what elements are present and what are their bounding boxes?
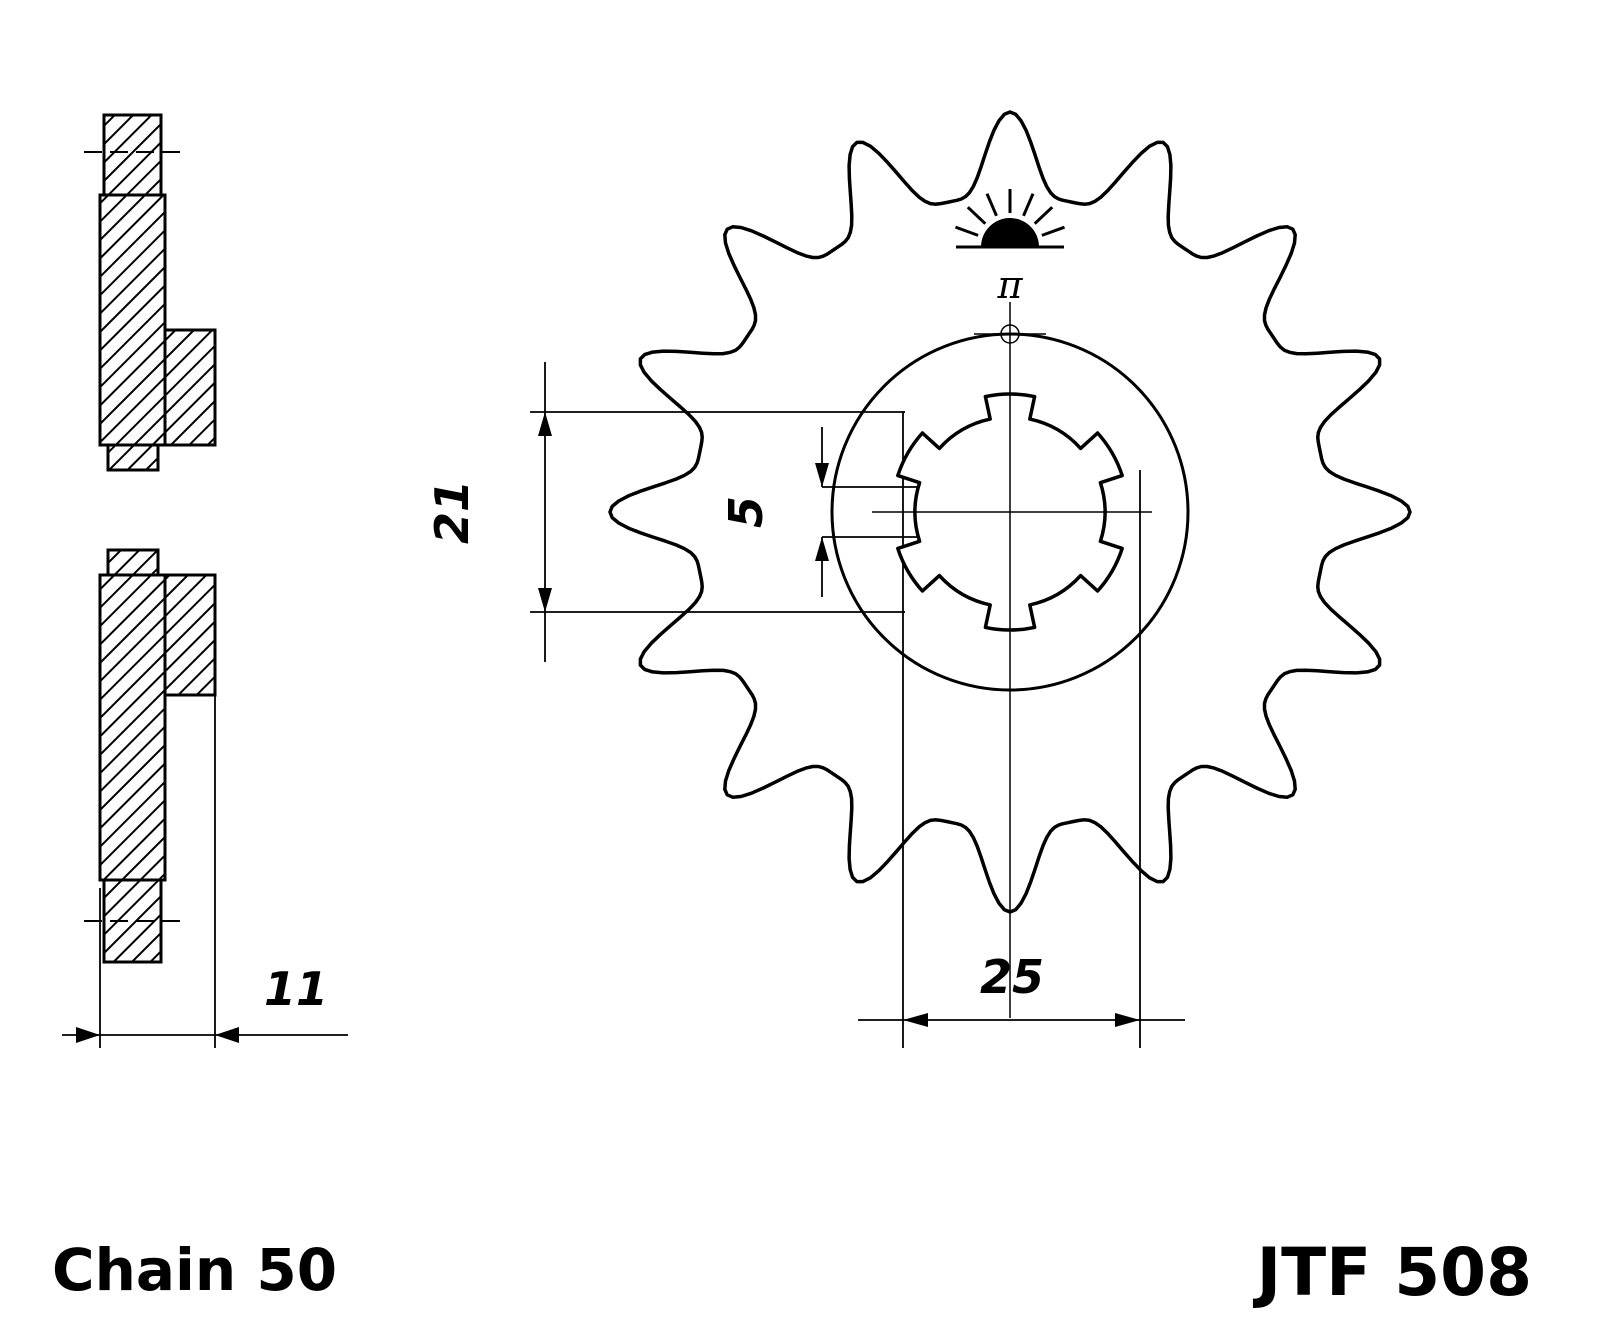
dim-label-5: 5 xyxy=(719,496,773,528)
surface-symbol-ray xyxy=(1033,206,1054,225)
section-boss-lower xyxy=(163,573,217,697)
surface-symbol-ray xyxy=(966,206,987,225)
side-section-view xyxy=(84,113,217,964)
surface-symbol-ray xyxy=(1022,193,1035,217)
dim-label-21: 21 xyxy=(425,480,479,544)
section-tooth-top xyxy=(102,113,163,197)
dim5-arrow-up xyxy=(815,537,829,561)
section-plate-lower xyxy=(98,573,167,882)
section-spline-upper xyxy=(106,443,160,472)
surface-symbol-pi: π xyxy=(997,263,1024,307)
section-plate-upper xyxy=(98,193,167,447)
dim25-arrow-right xyxy=(1115,1013,1140,1027)
part-number-label: JTF 508 xyxy=(1253,1234,1532,1311)
dim11-group xyxy=(62,695,348,1048)
surface-finish-symbol: π xyxy=(954,189,1066,307)
front-view: π xyxy=(530,110,1412,1048)
surface-symbol-ray xyxy=(954,225,979,237)
dim5-arrow-down xyxy=(815,463,829,487)
dim-label-11: 11 xyxy=(264,962,328,1016)
surface-symbol-rays xyxy=(954,189,1066,237)
center-mark-circle xyxy=(1000,324,1020,344)
dim25-arrow-left xyxy=(903,1013,928,1027)
section-boss-upper xyxy=(163,328,217,447)
section-spline-lower xyxy=(106,548,160,577)
surface-symbol-ray xyxy=(985,193,998,217)
surface-symbol-ray xyxy=(1041,225,1066,237)
dim-label-25: 25 xyxy=(980,950,1044,1004)
dim11-arrow-right xyxy=(215,1027,239,1043)
surface-symbol-halfdisc xyxy=(981,218,1039,247)
dim21-arrow-up xyxy=(538,412,552,436)
dim21-arrow-down xyxy=(538,588,552,612)
dim11-arrow-left xyxy=(76,1027,100,1043)
chain-size-label: Chain 50 xyxy=(52,1236,337,1304)
